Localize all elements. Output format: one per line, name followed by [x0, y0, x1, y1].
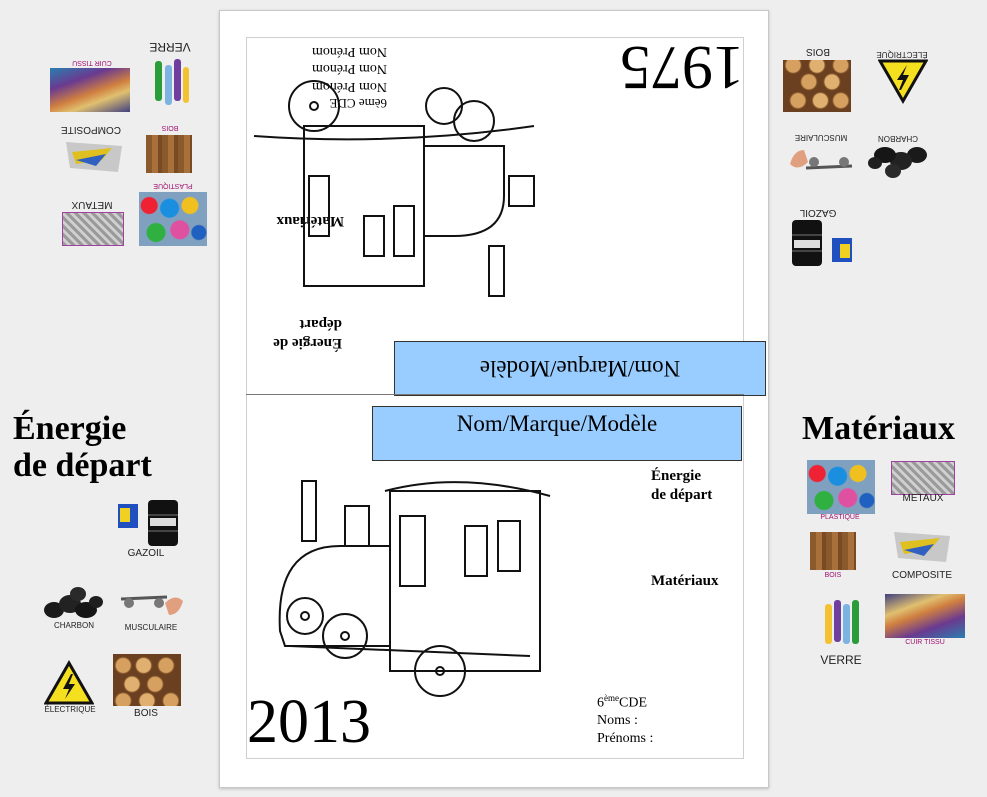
gazoil-caption: GAZOIL — [127, 548, 165, 559]
right-panel-title: Matériaux — [802, 410, 955, 447]
verre-caption: VERRE — [149, 40, 191, 54]
plastique-caption: PLASTIQUE — [153, 182, 193, 189]
musculaire-image[interactable] — [117, 585, 187, 623]
right-bois-caption: BOIS — [806, 46, 830, 57]
bois-caption: BOIS — [161, 124, 179, 131]
composite-image[interactable] — [62, 138, 126, 176]
plastique-image[interactable] — [139, 192, 207, 246]
card-frame — [246, 37, 744, 759]
top-name-line-2: Nom Prénom — [311, 61, 387, 77]
top-train-drawing — [244, 76, 544, 316]
bois-image[interactable] — [146, 135, 192, 173]
bottom-class-suffix: CDE — [619, 695, 647, 711]
right-charbon-caption: CHARBON — [878, 134, 919, 143]
right-plastique-caption: PLASTIQUE — [820, 514, 860, 521]
left-panel-title: Énergie de départ — [13, 410, 152, 485]
left-title-line2: de départ — [13, 447, 152, 485]
composite-caption: COMPOSITE — [61, 124, 122, 135]
bottom-class-sup: ème — [604, 693, 619, 703]
right-bois-plank-caption: BOIS — [824, 572, 842, 579]
top-name-line-3: Nom Prénom — [311, 43, 387, 59]
right-verre-image[interactable] — [820, 596, 862, 650]
bottom-class-block: 6èmeCDE Noms : Prénoms : — [597, 693, 653, 747]
bottom-firstnames-label: Prénoms : — [597, 730, 654, 746]
bottom-energy-line1: Énergie — [651, 468, 701, 484]
bottom-energy-label: Énergie de départ — [651, 467, 712, 505]
musculaire-caption: MUSCULAIRE — [124, 623, 178, 632]
top-name-box[interactable]: Nom/Marque/Modèle — [394, 341, 766, 396]
gazoil-image[interactable] — [116, 498, 182, 548]
bottom-year: 2013 — [247, 688, 371, 756]
top-year: 1975 — [620, 33, 744, 101]
right-bois-image[interactable] — [810, 532, 856, 570]
right-gazoil-caption: GAZOIL — [799, 207, 837, 218]
metaux-image[interactable] — [62, 212, 124, 246]
bottom-energy-line2: de départ — [651, 486, 713, 503]
right-verre-caption: VERRE — [820, 653, 862, 667]
document-page: 1975 6ème CDE Nom Prénom Nom Prénom Nom … — [219, 10, 769, 788]
right-electrique-image[interactable] — [878, 58, 928, 104]
bottom-train-drawing — [260, 466, 570, 706]
metaux-caption: METAUX — [71, 199, 113, 210]
right-composite-caption: COMPOSITE — [891, 570, 952, 581]
right-charbon-image[interactable] — [867, 143, 929, 183]
charbon-image[interactable] — [42, 582, 104, 622]
cuir-tissu-caption: CUIR TISSU — [72, 59, 112, 66]
top-energy-label: Énergie de départ — [273, 316, 342, 351]
verre-image[interactable] — [150, 55, 192, 109]
top-half-rotated: 1975 6ème CDE Nom Prénom Nom Prénom Nom … — [244, 33, 766, 396]
bottom-names-label: Noms : — [597, 713, 638, 729]
electrique-caption: ÉLECTRIQUE — [44, 705, 96, 714]
bois-logs-image[interactable] — [113, 654, 181, 706]
bottom-name-box[interactable]: Nom/Marque/Modèle — [372, 406, 742, 461]
bottom-class-label: 6èmeCDE — [597, 693, 653, 712]
cuir-tissu-image[interactable] — [50, 68, 130, 112]
right-bois-logs-image[interactable] — [783, 60, 851, 112]
right-musculaire-image[interactable] — [786, 142, 856, 180]
right-cuir-tissu-image[interactable] — [885, 594, 965, 638]
right-gazoil-image[interactable] — [788, 218, 854, 268]
bottom-materials-label: Matériaux — [651, 573, 719, 589]
left-title-line1: Énergie — [13, 410, 127, 447]
right-musculaire-caption: MUSCULAIRE — [794, 133, 848, 142]
electrique-image[interactable] — [44, 660, 94, 706]
right-composite-image[interactable] — [890, 528, 954, 566]
right-metaux-caption: METAUX — [902, 493, 944, 504]
right-metaux-image[interactable] — [891, 461, 955, 495]
bottom-class-prefix: 6 — [597, 695, 604, 711]
charbon-caption: CHARBON — [53, 621, 94, 630]
fold-line — [246, 394, 744, 395]
right-plastique-image[interactable] — [807, 460, 875, 514]
bois-logs-caption: BOIS — [134, 708, 158, 719]
right-cuir-tissu-caption: CUIR TISSU — [905, 639, 945, 646]
